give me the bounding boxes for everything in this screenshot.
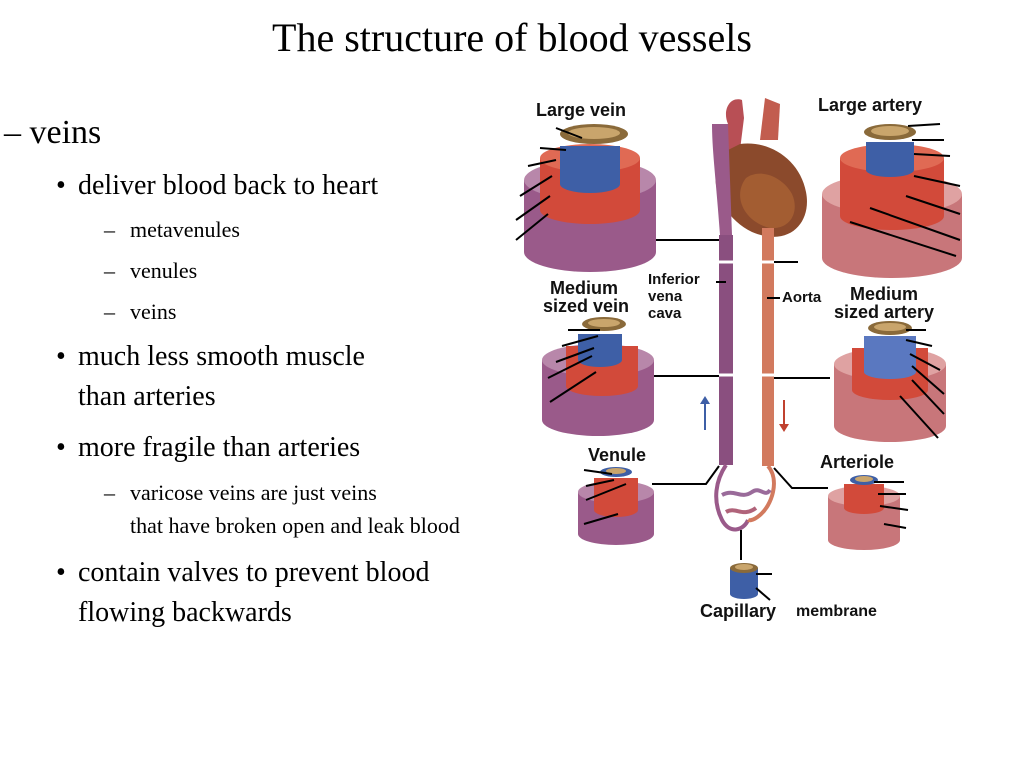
dash-icon: – <box>104 258 115 283</box>
vena-cava-shape <box>719 235 733 465</box>
label-medium-artery-2: sized artery <box>834 302 934 322</box>
dash-icon: – <box>104 480 115 505</box>
sub-text: metavenules <box>130 217 240 242</box>
large-vein-cross-section <box>524 124 656 272</box>
bullet-text: deliver blood back to heart <box>78 170 379 201</box>
dash-icon: – <box>104 217 115 242</box>
capillary-cross-section <box>730 563 758 599</box>
line: much less smooth muscle <box>78 341 365 372</box>
blood-vessel-diagram: Large vein Large artery Medium sized vei… <box>515 95 962 621</box>
sub-text: veins <box>130 299 177 324</box>
bullet-icon: • <box>56 170 66 201</box>
line: flowing backwards <box>78 597 292 628</box>
bullet-icon: • <box>56 341 66 372</box>
aorta-shape <box>762 228 774 466</box>
line: varicose veins are just veins <box>130 480 377 505</box>
bullet-icon: • <box>56 432 66 463</box>
heart-icon <box>712 98 807 237</box>
label-capillary: Capillary <box>700 601 776 621</box>
label-medium-vein-2: sized vein <box>543 296 629 316</box>
page-title: The structure of blood vessels <box>272 15 752 60</box>
label-venule: Venule <box>588 445 646 465</box>
label-medium-artery-1: Medium <box>850 284 918 304</box>
label-vena: vena <box>648 288 683 305</box>
label-inferior: Inferior <box>648 271 700 288</box>
medium-vein-cross-section <box>542 317 654 436</box>
bullet-icon: • <box>56 557 66 588</box>
arteriole-cross-section <box>828 475 900 550</box>
heading-veins: – veins <box>4 114 102 151</box>
capillary-network <box>714 463 776 532</box>
bullet-text: contain valves to prevent blood flowing … <box>78 553 558 633</box>
line: contain valves to prevent blood <box>78 557 430 588</box>
label-aorta: Aorta <box>782 289 822 306</box>
downward-arrow-icon <box>779 400 789 432</box>
sub-text: venules <box>130 258 198 283</box>
upward-arrow-icon <box>700 396 710 430</box>
venule-cross-section <box>578 467 654 545</box>
label-arteriole: Arteriole <box>820 452 894 472</box>
label-membrane: membrane <box>796 603 877 620</box>
large-artery-cross-section <box>822 124 962 278</box>
label-large-artery: Large artery <box>818 95 922 115</box>
line: than arteries <box>78 381 216 412</box>
label-medium-vein-1: Medium <box>550 278 618 298</box>
label-large-vein: Large vein <box>536 100 626 120</box>
line: that have broken open and leak blood <box>130 513 460 538</box>
bullet-text: more fragile than arteries <box>78 432 361 463</box>
label-cava: cava <box>648 305 682 322</box>
sub-text: varicose veins are just veins that have … <box>130 476 570 542</box>
bullet-text: much less smooth muscle than arteries <box>78 337 558 417</box>
dash-icon: – <box>104 299 115 324</box>
